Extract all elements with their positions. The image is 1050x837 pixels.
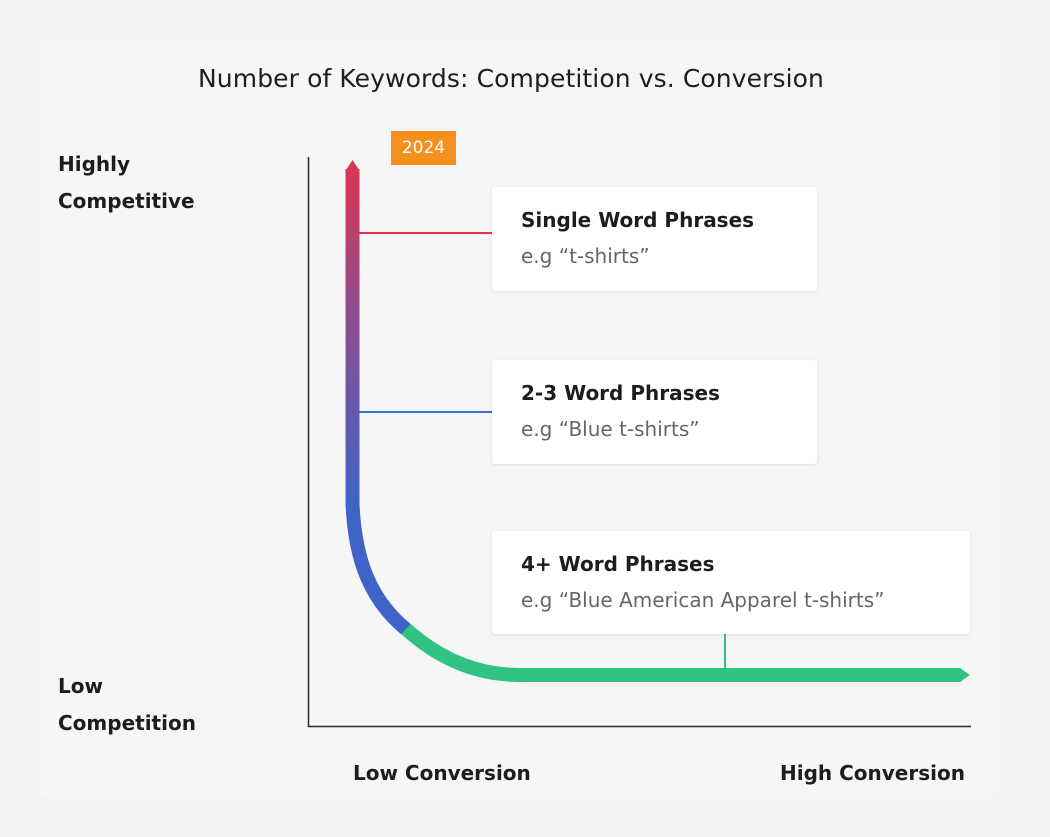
curve-green-segment	[401, 623, 961, 682]
single-word-phrases-example: e.g “t-shirts”	[521, 244, 650, 268]
single-word-phrases-title: Single Word Phrases	[521, 208, 755, 232]
y-axis-bottom-label: Low Competition	[58, 668, 196, 742]
curve-right-arrow-tip	[960, 668, 970, 682]
y-axis-top-line-2: Competitive	[58, 189, 195, 213]
two-three-word-phrases-card: 2-3 Word Phrases e.g “Blue t-shirts”	[492, 360, 817, 464]
x-axis-right-label: High Conversion	[780, 761, 965, 785]
single-word-phrases-card: Single Word Phrases e.g “t-shirts”	[492, 187, 817, 291]
y-axis-top-line-1: Highly	[58, 152, 131, 176]
curve-top-arrow-tip	[346, 160, 359, 170]
year-badge: 2024	[391, 131, 456, 165]
y-axis-bottom-line-1: Low	[58, 674, 103, 698]
y-axis-top-label: Highly Competitive	[58, 146, 195, 220]
y-axis-bottom-line-2: Competition	[58, 711, 196, 735]
four-plus-word-phrases-title: 4+ Word Phrases	[521, 552, 715, 576]
curve-bend-blue-segment	[345, 503, 412, 636]
x-axis-left-label: Low Conversion	[353, 761, 531, 785]
four-plus-word-phrases-example: e.g “Blue American Apparel t-shirts”	[521, 588, 885, 612]
two-three-word-phrases-example: e.g “Blue t-shirts”	[521, 417, 700, 441]
diagram-title: Number of Keywords: Competition vs. Conv…	[198, 64, 824, 93]
four-plus-word-phrases-card: 4+ Word Phrases e.g “Blue American Appar…	[492, 531, 970, 634]
two-three-word-phrases-title: 2-3 Word Phrases	[521, 381, 720, 405]
